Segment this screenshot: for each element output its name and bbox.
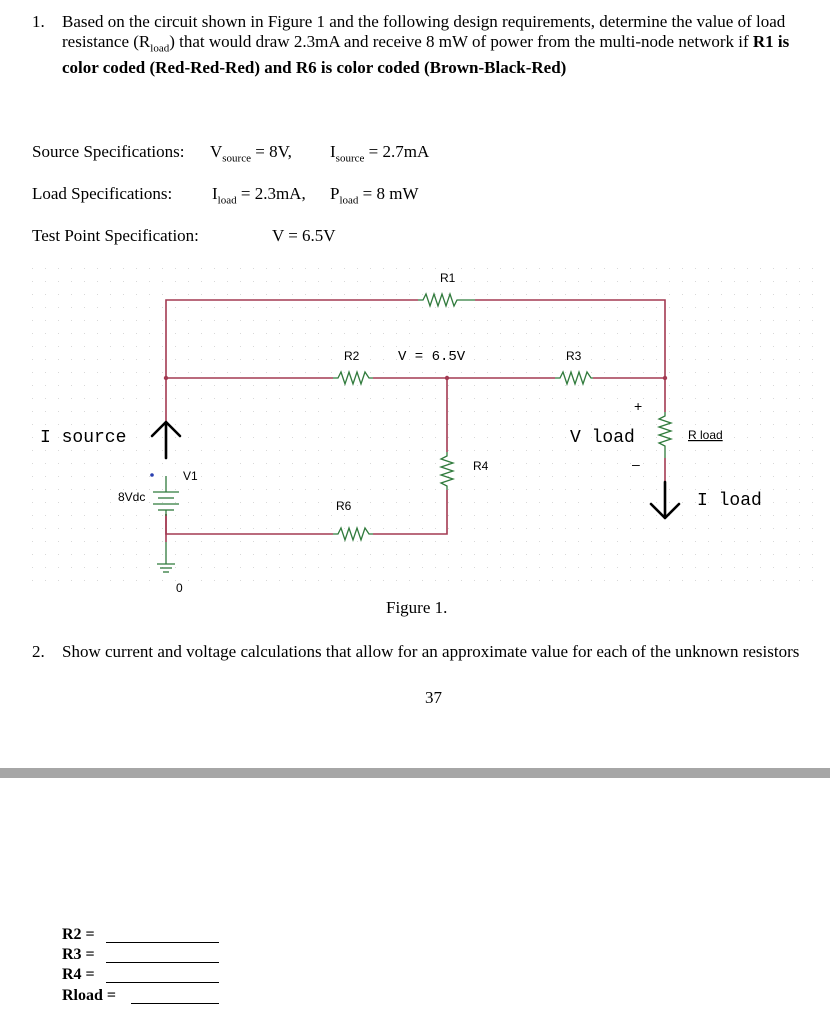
figure-caption: Figure 1. <box>386 598 448 617</box>
answer-blank-r4[interactable] <box>106 982 219 983</box>
answer-blank-r2[interactable] <box>106 942 219 943</box>
test-voltage-label: V = 6.5V <box>398 349 466 365</box>
v1-value-label: 8Vdc <box>118 490 145 504</box>
source-current-spec: Isource = 2.7mA <box>330 142 430 165</box>
test-point-label: Test Point Specification: <box>32 226 199 245</box>
ground-label: 0 <box>176 581 183 595</box>
r4-label: R4 <box>473 459 489 473</box>
load-spec-label: Load Specifications: <box>32 184 173 203</box>
v1-battery-symbol <box>153 476 179 516</box>
question-1-text: Based on the circuit shown in Figure 1 a… <box>62 12 790 78</box>
question-1-number: 1. <box>32 12 45 31</box>
r3-label: R3 <box>566 349 582 363</box>
r2-label: R2 <box>344 349 360 363</box>
schematic-grid <box>30 264 825 592</box>
question-2-text: Show current and voltage calculations th… <box>62 642 800 661</box>
r3-resistor-symbol <box>555 369 593 387</box>
v-load-minus-sign: – <box>632 456 640 472</box>
r4-resistor-symbol <box>438 452 456 490</box>
i-source-arrow <box>150 420 182 460</box>
ground-symbol <box>157 542 175 573</box>
v1-label: V1 <box>183 469 198 483</box>
answer-label-r4: R4 = <box>62 966 95 983</box>
i-load-label: I load <box>697 491 762 511</box>
v1-polarity-dot <box>150 473 154 477</box>
rload-resistor-symbol <box>656 412 674 458</box>
r-load-label: R load <box>688 428 723 442</box>
junction-dots <box>163 375 668 381</box>
answer-label-r3: R3 = <box>62 946 95 963</box>
i-load-arrow <box>649 480 681 520</box>
answer-blank-rload[interactable] <box>131 1003 219 1004</box>
source-spec-label: Source Specifications: <box>32 142 185 161</box>
r6-resistor-symbol <box>333 525 373 543</box>
r1-label: R1 <box>440 271 456 285</box>
page-number: 37 <box>425 688 442 707</box>
page-divider <box>0 768 830 778</box>
answer-label-rload: Rload = <box>62 987 117 1004</box>
question-1-bold-text: R1 is color coded (Red-Red-Red) and R6 i… <box>62 32 790 78</box>
circuit-wires <box>165 299 666 542</box>
circuit-diagram: R1 R2 R3 R4 R6 V1 8Vdc 0 R load V = 6.5V… <box>30 264 825 595</box>
answer-label-r2: R2 = <box>62 926 95 943</box>
r6-label: R6 <box>336 499 352 513</box>
v-load-label: V load <box>570 428 635 448</box>
v-load-plus-sign: + <box>634 398 642 414</box>
load-power-spec: Pload = 8 mW <box>330 184 419 207</box>
question-2-number: 2. <box>32 642 45 661</box>
r1-resistor-symbol <box>418 291 475 309</box>
source-voltage-spec: Vsource = 8V, <box>210 142 292 165</box>
i-source-label: I source <box>40 428 126 448</box>
r2-resistor-symbol <box>333 369 373 387</box>
load-current-spec: Iload = 2.3mA, <box>212 184 306 207</box>
test-point-value: V = 6.5V <box>272 226 336 245</box>
answer-blank-r3[interactable] <box>106 962 219 963</box>
